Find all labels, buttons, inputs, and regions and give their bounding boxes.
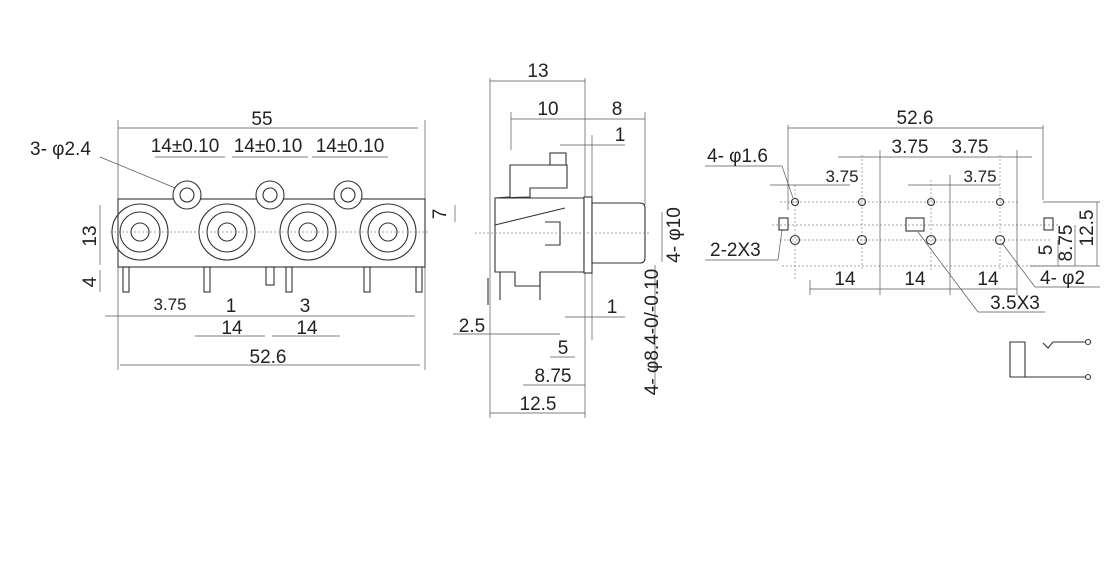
dim-pcb-14-a: 14 [834, 269, 856, 290]
dim-pcb-14-c: 14 [977, 269, 999, 290]
schematic-symbol [1009, 338, 1092, 381]
dim-4: 4 [80, 276, 101, 287]
dim-side-2-5: 2.5 [459, 316, 485, 337]
dim-jack-diameter: 4- φ10 [664, 207, 685, 263]
side-view: 13 10 8 1 4- φ10 4- φ8.4-0/-0.10 1 2.5 5… [453, 61, 685, 418]
dim-side-1-top: 1 [615, 125, 626, 146]
dim-52-6: 52.6 [250, 347, 287, 368]
dim-pcb-14-b: 14 [904, 269, 926, 290]
front-view: 55 14±0.10 14±0.10 14±0.10 3- φ2.4 13 4 … [30, 109, 456, 370]
dim-pcb-52-6: 52.6 [897, 108, 934, 129]
front-extension-lines [99, 120, 456, 370]
dim-pin-pitch-2: 14 [296, 318, 318, 339]
dim-pcb-12-5: 12.5 [1077, 210, 1098, 247]
dim-side-8: 8 [612, 99, 623, 120]
pcb-holes-large [789, 234, 1006, 246]
dim-pitch-1: 14±0.10 [151, 136, 220, 157]
dim-pin-pitch-1: 14 [221, 318, 243, 339]
dim-side-1-bottom: 1 [607, 297, 618, 318]
small-hole-callout: 4- φ1.6 [707, 146, 768, 167]
dim-side-10: 10 [537, 99, 558, 120]
dim-55: 55 [251, 109, 272, 130]
dim-side-8-75: 8.75 [535, 366, 572, 387]
dim-pcb-5: 5 [1036, 245, 1057, 256]
dim-13: 13 [80, 225, 101, 246]
dim-pcb-3-75-d: 3.75 [963, 167, 996, 186]
large-hole-callout: 4- φ2 [1040, 268, 1085, 289]
dim-3-75: 3.75 [153, 295, 186, 314]
dim-pcb-3-75-c: 3.75 [825, 167, 858, 186]
pcb-dimension-lines [705, 125, 1100, 313]
dim-7: 7 [430, 209, 451, 220]
dim-pitch-3: 14±0.10 [316, 136, 385, 157]
square-callout: 3.5X3 [990, 293, 1040, 314]
dim-pcb-3-75-a: 3.75 [892, 137, 929, 158]
dim-1: 1 [226, 296, 237, 317]
pcb-slots [778, 217, 1054, 232]
pins-front [122, 266, 423, 293]
dim-side-5: 5 [558, 338, 569, 359]
dim-side-13: 13 [527, 61, 548, 82]
dim-pcb-3-75-b: 3.75 [952, 137, 989, 158]
pcb-holes-small [790, 197, 1005, 207]
hole-callout: 3- φ2.4 [30, 139, 91, 160]
dim-pcb-8-75: 8.75 [1056, 225, 1077, 262]
dim-inner-diameter: 4- φ8.4-0/-0.10 [642, 269, 663, 395]
dim-pitch-2: 14±0.10 [234, 136, 303, 157]
dim-side-12-5: 12.5 [520, 394, 557, 415]
top-lugs [172, 180, 363, 210]
side-body [475, 152, 650, 305]
pcb-layout: 52.6 3.75 3.75 4- φ1.6 3.75 3.75 2-2X3 1… [705, 108, 1100, 381]
dim-3: 3 [300, 296, 311, 317]
slot-callout: 2-2X3 [710, 240, 761, 261]
